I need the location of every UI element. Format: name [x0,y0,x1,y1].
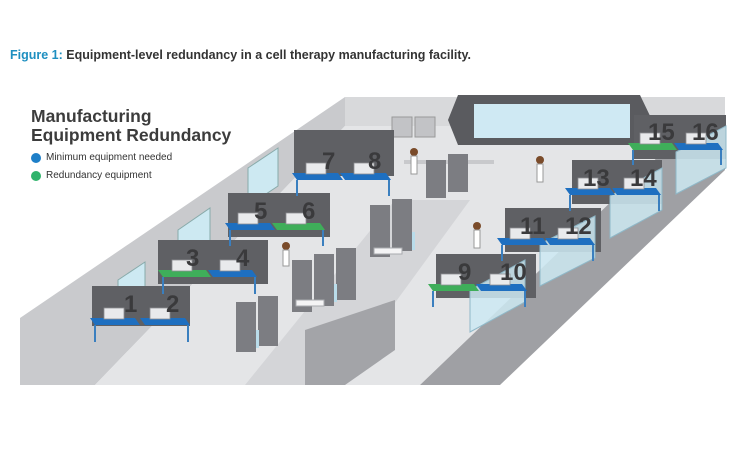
cabinet [236,302,256,352]
table-5 [225,223,275,230]
wall-panel-b [414,116,436,138]
worker-icon [536,156,544,183]
workers [282,148,544,267]
white-benches [295,247,403,307]
legend-dot-redundancy [31,170,41,181]
cabinet-lights [256,232,415,348]
figure-label: Figure 1: [10,48,63,62]
station-number-9: 9 [458,259,471,286]
worker-icon [473,222,481,249]
table-11 [497,238,548,245]
glass-room-14 [609,167,663,239]
legend-title-line-2: Equipment Redundancy [31,125,232,145]
table-9 [428,284,479,291]
table-10 [476,284,527,291]
cabinet [370,205,390,257]
legend-title: Manufacturing Equipment Redundancy [31,107,231,145]
station-numbers: 1 2 3 4 5 6 7 8 9 10 11 12 13 14 15 16 [124,119,719,318]
legend-label-redundancy: Redundancy equipment [46,170,152,181]
station-number-2: 2 [166,291,179,318]
legend-item-redundancy: Redundancy equipment [31,170,152,181]
station-number-4: 4 [236,245,250,272]
station-number-1: 1 [124,291,137,318]
legend-item-minimum: Minimum equipment needed [31,152,172,163]
station-number-15: 15 [648,119,675,146]
cabinet [448,154,468,192]
bench-equipment [103,132,707,320]
cabinet [292,260,312,312]
worker-icon [410,148,418,175]
legend-label-minimum: Minimum equipment needed [46,152,173,163]
table-14 [612,188,661,195]
foreground-partition [305,300,395,385]
table-4 [208,270,257,277]
worker-icon [282,242,290,267]
station-number-14: 14 [630,165,657,192]
glass-room-12 [539,215,596,287]
station-number-3: 3 [186,245,199,272]
wall-panel-a [391,116,413,138]
table-3 [158,270,211,277]
station-number-13: 13 [583,165,610,192]
legend-dot-minimum [31,152,41,163]
table-15 [628,143,677,150]
tables [90,143,723,325]
station-number-11: 11 [520,213,545,240]
table-16 [674,143,723,150]
table-6 [272,223,325,230]
station-number-12: 12 [565,213,592,240]
table-8 [340,173,391,180]
station-number-5: 5 [254,198,267,225]
cabinet [392,199,412,251]
table-12 [545,238,595,245]
cabinet [258,296,278,346]
legend-title-line-1: Manufacturing [31,106,152,126]
cabinet [426,160,446,198]
station-number-7: 7 [322,148,335,175]
station-number-16: 16 [692,119,719,146]
table-7 [292,173,343,180]
observation-window [474,104,630,138]
cabinet [314,254,334,306]
figure-caption: Figure 1: Equipment-level redundancy in … [10,48,471,62]
station-number-10: 10 [500,259,527,286]
cabinet [336,248,356,300]
station-number-6: 6 [302,198,315,225]
center-cabinets [236,154,468,352]
station-number-8: 8 [368,148,381,175]
table-legs [94,150,722,342]
table-1 [90,318,140,325]
table-2 [140,318,190,325]
figure-caption-text: Equipment-level redundancy in a cell the… [66,48,472,62]
table-13 [565,188,615,195]
